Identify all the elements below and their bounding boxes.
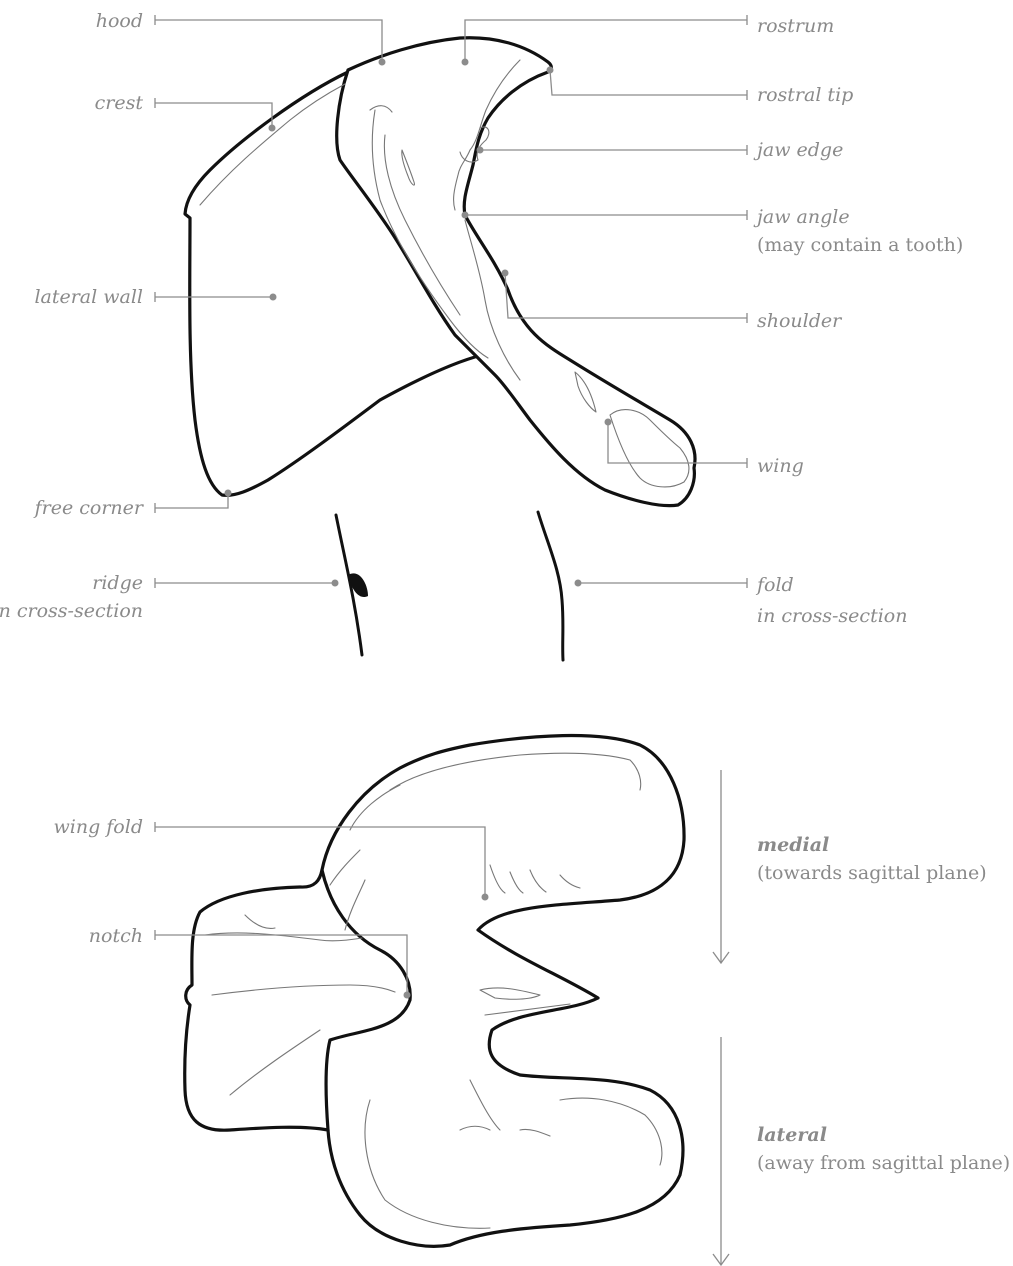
top-view-outline [185,736,684,1247]
label-shoulder: shoulder [757,310,843,332]
label-crest: crest [95,92,144,114]
label-medial: medial [757,834,829,856]
fold-cross-section [538,512,563,660]
label-wing: wing [757,455,804,477]
label-lateral-wall: lateral wall [34,286,143,308]
label-wing-fold: wing fold [54,816,144,838]
label-hood: hood [96,10,143,32]
label-rostral-tip: rostral tip [757,84,853,106]
label-rostrum: rostrum [757,15,834,37]
label-lateral: lateral [757,1124,827,1146]
label-jaw-edge: jaw edge [753,139,843,161]
label-free-corner: free corner [33,497,145,519]
side-view-figure [185,38,695,506]
label-notch: notch [89,925,143,947]
ridge-cross-section [336,515,368,655]
label-medial-note: (towards sagittal plane) [757,862,987,884]
label-ridge: ridge [92,572,143,594]
label-fold: fold [755,574,794,596]
lateral-arrow [713,1037,729,1265]
label-lateral-note: (away from sagittal plane) [757,1152,1010,1174]
top-view-figure [185,736,684,1247]
label-jaw-angle-note: (may contain a tooth) [757,234,963,256]
label-jaw-angle: jaw angle [753,206,850,228]
medial-arrow [713,770,729,963]
label-fold-note: in cross-section [757,605,907,627]
label-ridge-note: in cross-section [0,600,143,622]
